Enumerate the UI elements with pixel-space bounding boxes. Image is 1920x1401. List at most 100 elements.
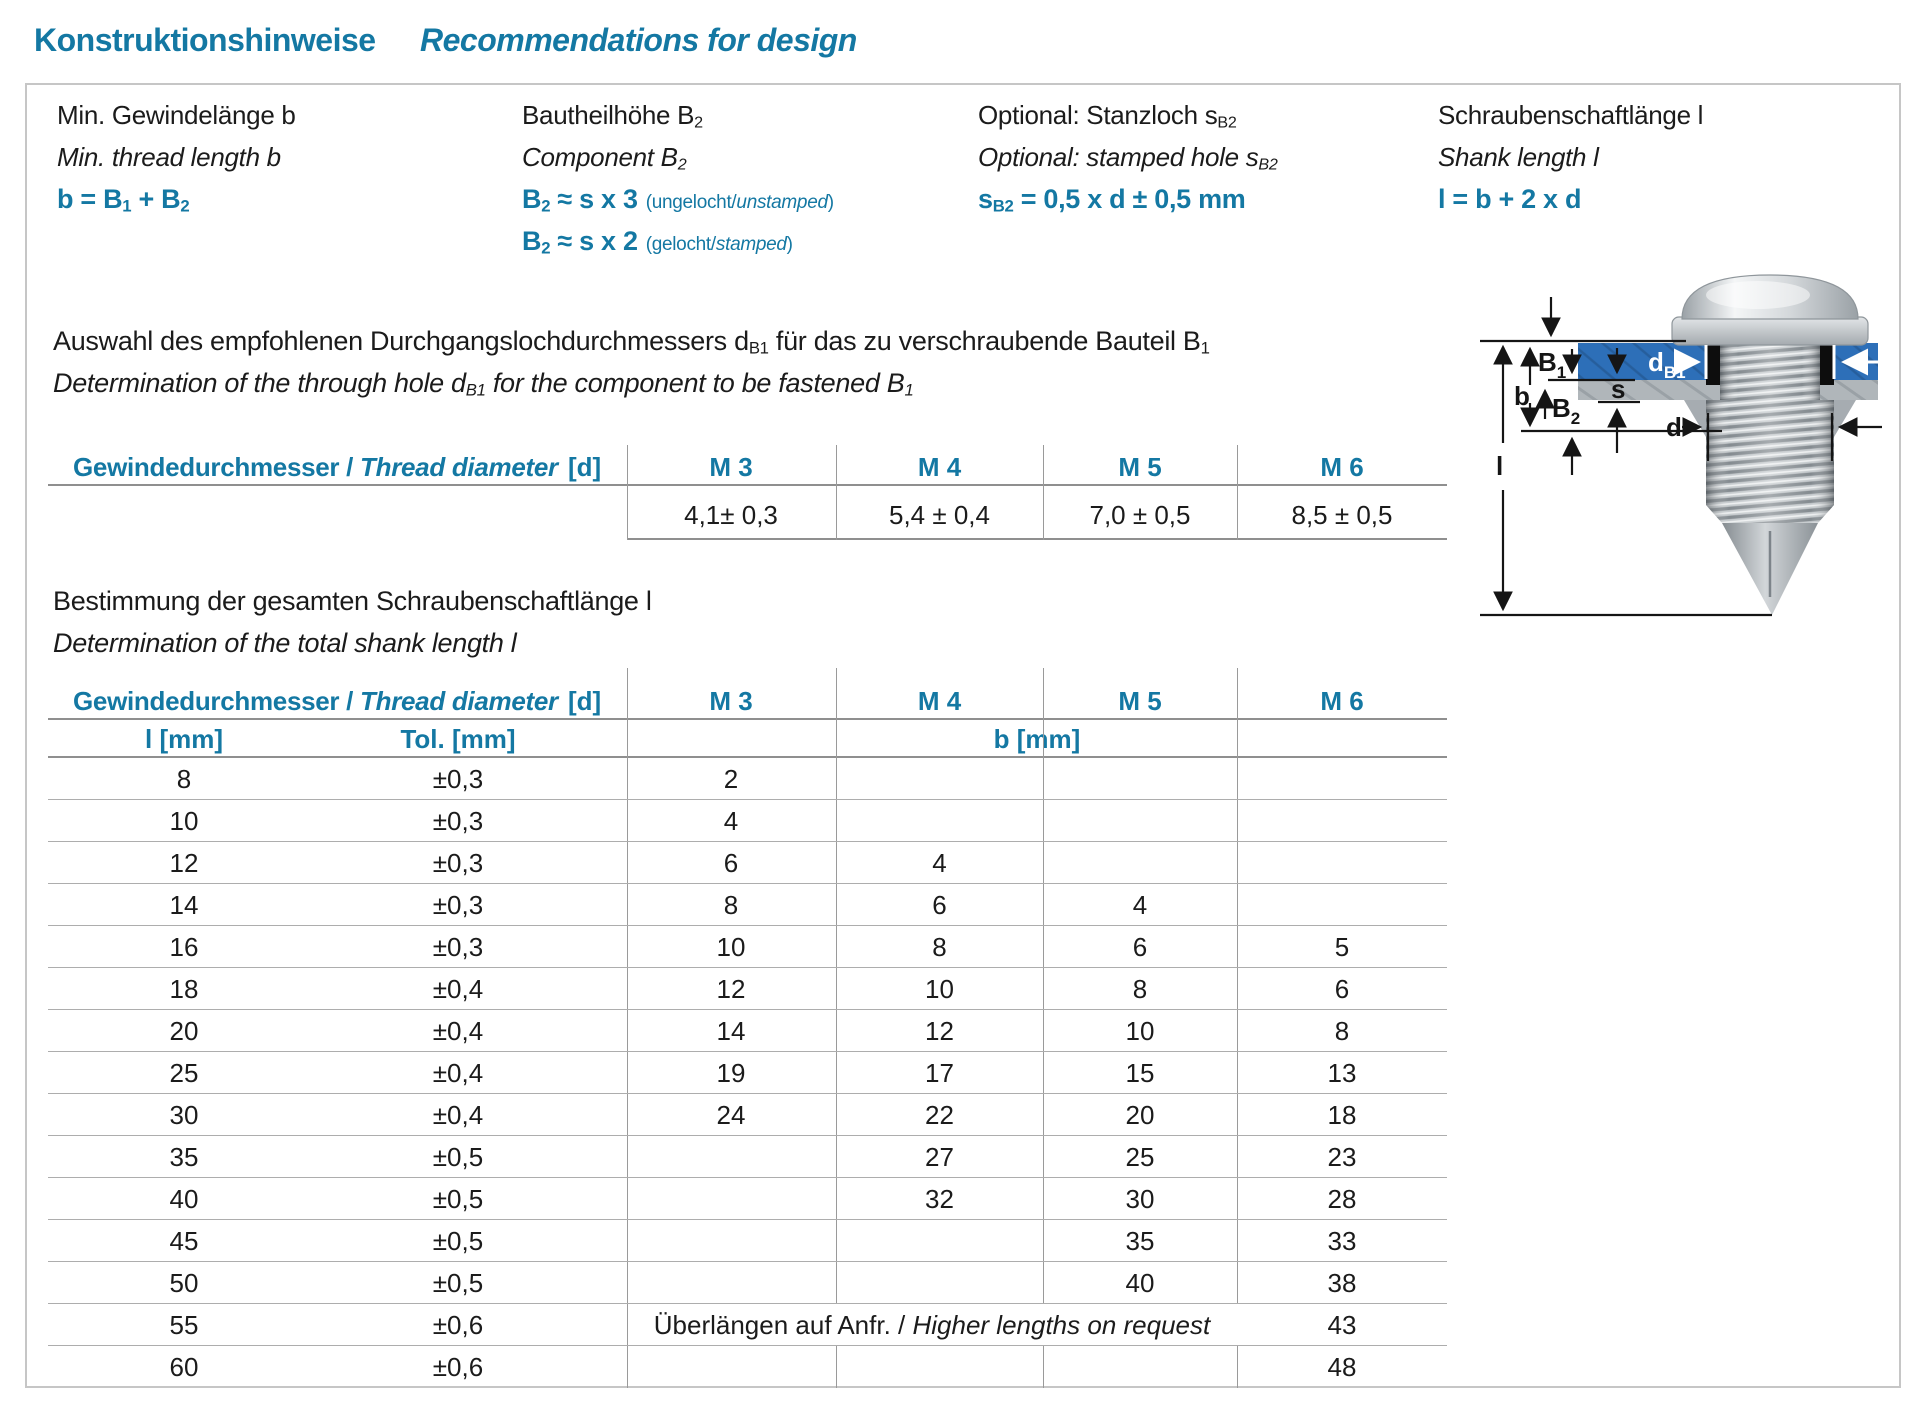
overlength-note: Überlängen auf Anfr. / Higher lengths on… <box>653 1310 1211 1340</box>
heading-en: Determination of the total shank length … <box>53 628 517 658</box>
table-cell: 45 <box>169 1226 199 1256</box>
table-cell: 35 <box>1125 1226 1155 1256</box>
table-cell: 28 <box>1327 1184 1357 1214</box>
column-separator <box>836 668 837 1304</box>
label-B1: B1 <box>1538 347 1566 382</box>
table-cell: ±0,3 <box>432 932 484 962</box>
table-cell: 18 <box>169 974 199 1004</box>
table-cell: 2 <box>723 764 739 794</box>
formula-equation: b = B1 + B2 <box>57 184 190 216</box>
table-cell: 6 <box>1132 932 1148 962</box>
table-cell <box>1239 758 1445 800</box>
table-cell: 4 <box>932 848 947 878</box>
row-rule <box>48 1219 1447 1220</box>
table-cell <box>1239 842 1445 884</box>
table-cell <box>1239 800 1445 842</box>
dimension-labels: B1 b B2 s d l <box>1496 347 1682 481</box>
table-cell: 60 <box>169 1352 199 1382</box>
table1-value-m6: 8,5 ± 0,5 <box>1291 500 1393 530</box>
table-cell: 19 <box>716 1058 746 1088</box>
formula-label-de: Optional: Stanzloch sB2 <box>978 100 1237 132</box>
label-B2: B2 <box>1552 393 1580 428</box>
formula-label-en: Component B2 <box>522 142 687 174</box>
formula-equation: sB2 = 0,5 x d ± 0,5 mm <box>978 184 1246 216</box>
formula-shank-length: Schraubenschaftlänge l Shank length l l … <box>1438 94 1703 220</box>
table-cell: 55 <box>169 1310 199 1340</box>
screw <box>1671 274 1869 615</box>
hole-edge-marks <box>1704 345 1836 379</box>
table-cell: 35 <box>169 1142 199 1172</box>
table-cell: ±0,5 <box>432 1184 484 1214</box>
table-cell: 16 <box>169 932 199 962</box>
formula-thread-length: Min. Gewindelänge b Min. thread length b… <box>57 94 296 220</box>
table-cell: 12 <box>716 974 746 1004</box>
formula-equation: B2 ≈ s x 3 <box>522 184 638 216</box>
label-s: s <box>1611 374 1625 404</box>
table-cell <box>629 1220 833 1262</box>
table-cell: 10 <box>169 806 199 836</box>
section-through-hole-heading: Auswahl des empfohlenen Durchgangslochdu… <box>53 320 1210 404</box>
page-title: Konstruktionshinweise <box>34 22 376 58</box>
table-cell: 14 <box>169 890 199 920</box>
table1-col-m3: M 3 <box>709 452 753 482</box>
table1-value-m4: 5,4 ± 0,4 <box>888 500 990 530</box>
table-cell: 20 <box>1125 1100 1155 1130</box>
table-cell: ±0,4 <box>432 974 484 1004</box>
row-rule <box>48 925 1447 926</box>
row-rule <box>48 841 1447 842</box>
table-cell: ±0,6 <box>432 1352 484 1382</box>
table-cell: 6 <box>932 890 947 920</box>
formula-label-en: Optional: stamped hole sB2 <box>978 142 1278 174</box>
table-cell <box>838 1220 1041 1262</box>
table-cell: 33 <box>1327 1226 1357 1256</box>
table-cell: 13 <box>1327 1058 1357 1088</box>
table-cell: 14 <box>716 1016 746 1046</box>
row-rule <box>48 883 1447 884</box>
formula-equation-2: B2 ≈ s x 2 <box>522 226 638 258</box>
table2-row-label-unit: [d] <box>568 686 602 716</box>
table-cell: ±0,3 <box>432 890 484 920</box>
table-cell: 10 <box>925 974 954 1004</box>
table-cell: 5 <box>1334 932 1350 962</box>
table2-col-m5: M 5 <box>1118 686 1162 716</box>
table2-subhead-l: l [mm] <box>145 724 223 754</box>
row-rule <box>48 1135 1447 1136</box>
row-rule <box>48 1177 1447 1178</box>
table-cell <box>838 800 1041 842</box>
table-cell: 32 <box>925 1184 954 1214</box>
row-rule <box>48 1303 1447 1304</box>
column-separator <box>1043 1346 1044 1388</box>
table-cell: ±0,5 <box>432 1226 484 1256</box>
table-cell: 38 <box>1327 1268 1357 1298</box>
table-cell: 17 <box>925 1058 954 1088</box>
column-separator <box>627 445 628 540</box>
table1-col-m5: M 5 <box>1118 452 1162 482</box>
table-cell <box>1239 884 1445 926</box>
table-cell: 6 <box>1334 974 1350 1004</box>
table-cell: 25 <box>169 1058 199 1088</box>
formula-equation: l = b + 2 x d <box>1438 184 1582 214</box>
table1-col-m4: M 4 <box>917 452 962 482</box>
column-separator <box>627 668 628 1388</box>
formula-label-en: Shank length l <box>1438 142 1599 172</box>
label-d: d <box>1666 412 1682 442</box>
table-cell: 10 <box>716 932 746 962</box>
table-cell: 4 <box>723 806 739 836</box>
table-cell: 8 <box>932 932 947 962</box>
page-title-english: Recommendations for design <box>420 22 857 58</box>
table-cell <box>1045 758 1235 800</box>
table2-row-label: Gewindedurchmesser / Thread diameter <box>73 686 558 716</box>
row-rule <box>48 967 1447 968</box>
table-cell: ±0,5 <box>432 1142 484 1172</box>
table-cell: 43 <box>1327 1310 1357 1340</box>
table2-subheader-rule <box>48 756 1447 758</box>
row-rule <box>48 799 1447 800</box>
table2-col-m3: M 3 <box>709 686 753 716</box>
